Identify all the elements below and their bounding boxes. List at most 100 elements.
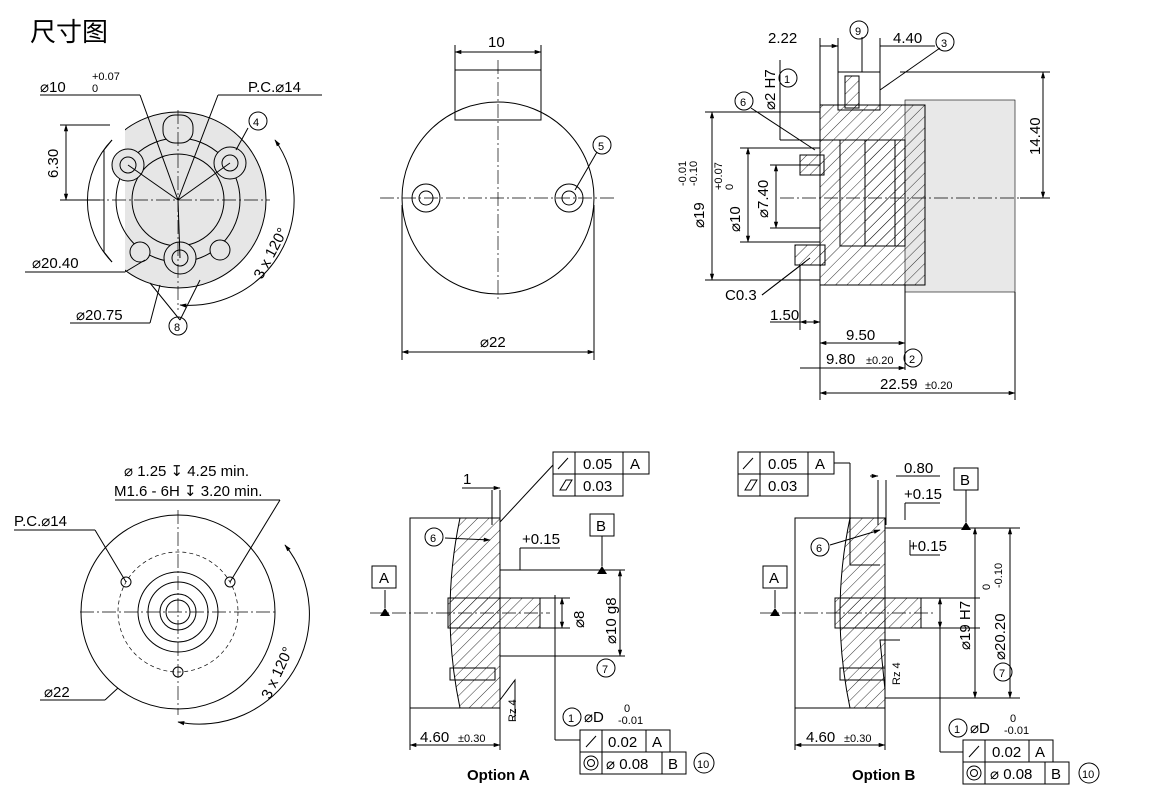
svg-text:Rz 4: Rz 4 (891, 662, 903, 685)
balloon-6 (734, 91, 754, 111)
option-b-label: Option B (852, 767, 915, 784)
dim-pc14: P.C.⌀14 (248, 79, 301, 96)
svg-text:1: 1 (568, 713, 574, 725)
dim-d10: ⌀10 (40, 79, 66, 96)
svg-text:A: A (630, 456, 640, 473)
dim-d10g8: ⌀10 g8 (603, 597, 620, 644)
gt-b-2: 0.03 (768, 478, 797, 495)
svg-text:3: 3 (941, 38, 947, 50)
dim-d2040: ⌀20.40 (32, 255, 79, 272)
svg-text:1: 1 (784, 74, 790, 86)
dim-10: 10 (488, 34, 505, 51)
dim-440: 4.40 (893, 30, 922, 47)
svg-text:2: 2 (909, 354, 915, 366)
dim-1440: 14.40 (1027, 117, 1044, 155)
dim-d2h7: ⌀2 H7 (762, 69, 779, 110)
svg-text:-0.01: -0.01 (618, 715, 643, 727)
svg-text:±0.30: ±0.30 (458, 733, 485, 745)
option-b-section: 0.05 A 0.03 0.80 +0.15 +0.15 6 A B ⌀19 H… (737, 451, 1100, 785)
svg-text:5: 5 (598, 141, 604, 153)
svg-text:-0.10: -0.10 (688, 161, 700, 186)
view-front-connector: ⌀10 +0.07 0 P.C.⌀14 6.30 ⌀20.40 ⌀20.75 3… (25, 71, 322, 336)
svg-text:10: 10 (697, 759, 709, 771)
dim-d2075: ⌀20.75 (76, 307, 123, 324)
tol-015-a: +0.15 (522, 531, 560, 548)
dim-d22-end: ⌀22 (44, 684, 70, 701)
balloon-8 (168, 316, 188, 336)
dim-d2020: ⌀20.20 (992, 613, 1009, 660)
svg-text:1: 1 (954, 724, 960, 736)
dim-150: 1.50 (770, 307, 799, 324)
gt-a-3: 0.02 (608, 734, 637, 751)
svg-text:±0.20: ±0.20 (925, 380, 952, 392)
gt-a-4: ⌀ 0.08 (606, 756, 648, 773)
svg-text:8: 8 (174, 322, 180, 334)
svg-text:A: A (815, 456, 825, 473)
dim-d740: ⌀7.40 (755, 180, 772, 218)
dim-630: 6.30 (45, 149, 62, 178)
svg-text:Rz 4: Rz 4 (507, 699, 519, 722)
option-a-label: Option A (467, 767, 530, 784)
svg-text:+0.07: +0.07 (713, 162, 725, 190)
balloon-9 (849, 20, 869, 40)
svg-text:B: B (1051, 766, 1061, 783)
dim-980: 9.80 (826, 351, 855, 368)
dim-d10: ⌀10 (727, 206, 744, 232)
hole-spec-2: M1.6 - 6H ↧ 3.20 min. (114, 483, 262, 500)
dim-080: 0.80 (904, 460, 933, 477)
svg-text:±0.20: ±0.20 (866, 355, 893, 367)
dim-2259: 22.59 (880, 376, 918, 393)
balloon-2 (903, 348, 923, 368)
dim-angle-end: 3 x 120° (258, 644, 297, 701)
svg-text:7: 7 (999, 668, 1005, 680)
top-connector (837, 71, 881, 111)
svg-text:6: 6 (430, 533, 436, 545)
dim-pc14-end: P.C.⌀14 (14, 513, 67, 530)
dim-d22: ⌀22 (480, 334, 506, 351)
svg-text:7: 7 (602, 664, 608, 676)
dim-c03: C0.3 (725, 287, 757, 304)
svg-text:-0.01: -0.01 (1004, 725, 1029, 737)
svg-text:A: A (652, 734, 662, 751)
svg-text:6: 6 (740, 97, 746, 109)
svg-text:0: 0 (724, 184, 736, 190)
svg-text:0: 0 (624, 703, 630, 715)
svg-text:10: 10 (1082, 769, 1094, 781)
phi-d-a: ⌀D (584, 709, 604, 726)
svg-text:9: 9 (855, 26, 861, 38)
dim-950: 9.50 (846, 327, 875, 344)
dim-d19h7: ⌀19 H7 (957, 601, 974, 650)
balloon-5 (592, 135, 612, 155)
view-top: 10 ⌀22 5 (380, 34, 616, 360)
dim-460-b: 4.60 (806, 729, 835, 746)
svg-text:0: 0 (1010, 713, 1016, 725)
gt-b-3: 0.02 (992, 744, 1021, 761)
hole-spec-1: ⌀ 1.25 ↧ 4.25 min. (124, 463, 249, 480)
page-title: 尺寸图 (30, 18, 109, 48)
svg-text:B: B (668, 756, 678, 773)
view-side-section: 2.22 4.40 9 3 ⌀2 H7 1 6 ⌀19 -0.01 -0.10 … (677, 20, 1050, 400)
gt-b-4: ⌀ 0.08 (990, 766, 1032, 783)
svg-text:A: A (1035, 744, 1045, 761)
svg-text:6: 6 (816, 543, 822, 555)
datum-a-b: A (769, 570, 779, 587)
dim-d19: ⌀19 (691, 202, 708, 228)
datum-b-b: B (960, 472, 970, 489)
svg-text:4: 4 (253, 117, 259, 129)
balloon-4 (248, 111, 268, 131)
tol-015-b1: +0.15 (904, 486, 942, 503)
gt-a-2: 0.03 (583, 478, 612, 495)
dim-460-a: 4.60 (420, 729, 449, 746)
gt-b-1: 0.05 (768, 456, 797, 473)
svg-text:±0.30: ±0.30 (844, 733, 871, 745)
dim-222: 2.22 (768, 30, 797, 47)
option-a-section: 1 0.05 A 0.03 6 +0.15 A B ⌀8 ⌀10 g8 7 Rz… (370, 451, 715, 784)
dim-d8: ⌀8 (571, 611, 588, 628)
balloon-1 (778, 68, 798, 88)
dim-1: 1 (463, 471, 471, 488)
svg-text:0: 0 (981, 584, 993, 590)
tol-015-b2: +0.15 (909, 538, 947, 555)
phi-d-b: ⌀D (970, 720, 990, 737)
svg-text:-0.01: -0.01 (677, 161, 689, 186)
